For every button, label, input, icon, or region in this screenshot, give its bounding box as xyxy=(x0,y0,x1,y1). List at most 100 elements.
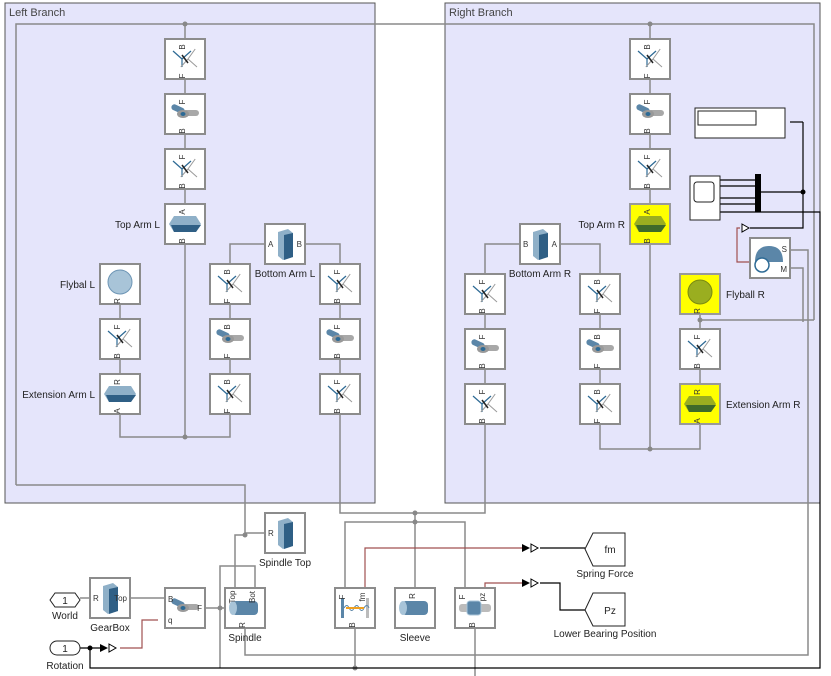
block-revolute[interactable]: BqF xyxy=(164,587,206,629)
block-label: Top Arm R xyxy=(578,220,625,231)
port-label: Top xyxy=(114,594,127,603)
block-lt4[interactable]: BF xyxy=(209,373,251,415)
goto-label: Lower Bearing Position xyxy=(554,629,657,640)
goto-lower-bearing-position[interactable]: Pz Lower Bearing Position xyxy=(554,592,657,640)
block-label: Extension Arm R xyxy=(726,400,800,411)
goto-tag: Pz xyxy=(604,606,616,617)
port-label: B xyxy=(643,183,652,188)
port-label: B xyxy=(593,279,602,284)
block-label: Top Arm L xyxy=(115,220,160,231)
port-label: B xyxy=(178,44,187,49)
signal-line xyxy=(540,582,585,611)
revolute-joint-icon xyxy=(171,104,199,118)
port-label: F xyxy=(458,594,467,599)
port-label: F xyxy=(113,324,122,329)
mux-block[interactable] xyxy=(755,174,761,212)
port-label: F xyxy=(338,594,347,599)
physical-connection xyxy=(16,484,265,534)
port-label: B xyxy=(643,128,652,133)
transform-icon xyxy=(217,273,243,293)
port-label: B xyxy=(178,183,187,188)
revolute-joint-icon xyxy=(171,598,199,612)
port-label: B xyxy=(643,44,652,49)
port-label: F xyxy=(693,334,702,339)
brick-solid-icon xyxy=(278,518,293,549)
block-lj3[interactable]: FB xyxy=(319,318,361,360)
block-label: Flyball R xyxy=(726,290,765,301)
block-label: GearBox xyxy=(90,623,129,634)
ps-converter-icon[interactable] xyxy=(741,223,751,233)
inport-world[interactable]: 1 World xyxy=(49,592,81,622)
block-lt2[interactable]: FB xyxy=(164,148,206,190)
block-rj1[interactable]: FB xyxy=(629,93,671,135)
port-label: B xyxy=(168,595,173,604)
junction xyxy=(217,605,223,611)
block-rt2[interactable]: FB xyxy=(629,148,671,190)
spring-damper-icon xyxy=(341,598,370,618)
port-label: R xyxy=(113,379,122,385)
goto-spring-force[interactable]: fm Spring Force xyxy=(576,532,634,580)
block-rt5[interactable]: BF xyxy=(579,273,621,315)
inport-label: World xyxy=(52,611,78,622)
port-label: F xyxy=(478,334,487,339)
block-lj2[interactable]: BF xyxy=(209,318,251,360)
block-lt5[interactable]: FB xyxy=(319,263,361,305)
ps-converter-icon[interactable] xyxy=(108,643,118,653)
port-label: F xyxy=(223,408,232,413)
brick-solid-icon xyxy=(684,396,716,412)
signal-line xyxy=(750,122,804,229)
transform-icon xyxy=(687,338,713,358)
port-label: B xyxy=(178,238,187,243)
port-label: B xyxy=(297,240,302,249)
block-rt4[interactable]: FB xyxy=(464,383,506,425)
block-lt6[interactable]: FB xyxy=(319,373,361,415)
cylinder-solid-icon xyxy=(399,601,428,615)
ps-converter-icon[interactable] xyxy=(530,543,540,553)
area-title: Left Branch xyxy=(9,7,65,19)
block-rj3[interactable]: BF xyxy=(579,328,621,370)
transform-icon xyxy=(472,393,498,413)
inport-number: 1 xyxy=(62,596,68,607)
revolute-joint-icon xyxy=(636,104,664,118)
block-label: Spindle Top xyxy=(259,558,312,569)
connections xyxy=(15,21,821,676)
block-lj1[interactable]: FB xyxy=(164,93,206,135)
transform-icon xyxy=(107,328,133,348)
port-label: B xyxy=(478,363,487,368)
block-lt7[interactable]: FB xyxy=(99,318,141,360)
block-rt3[interactable]: FB xyxy=(464,273,506,315)
block-rt6[interactable]: BF xyxy=(579,383,621,425)
port-label: F xyxy=(223,298,232,303)
physical-connection xyxy=(219,565,256,608)
junction xyxy=(242,532,248,538)
port-label: F xyxy=(593,363,602,368)
block-rt1[interactable]: BF xyxy=(629,38,671,80)
port-label: B xyxy=(478,418,487,423)
block-sensor[interactable]: SM xyxy=(749,237,791,279)
block-rj2[interactable]: FB xyxy=(464,328,506,370)
port-label: pz xyxy=(478,593,487,601)
ps-converter-icon[interactable] xyxy=(530,578,540,588)
port-label: B xyxy=(223,324,232,329)
block-rt7[interactable]: FB xyxy=(679,328,721,370)
inport-rotation[interactable]: 1 Rotation xyxy=(46,640,84,672)
block-lt1[interactable]: BF xyxy=(164,38,206,80)
sphere-solid-icon xyxy=(687,279,713,305)
block-lt3[interactable]: BF xyxy=(209,263,251,305)
